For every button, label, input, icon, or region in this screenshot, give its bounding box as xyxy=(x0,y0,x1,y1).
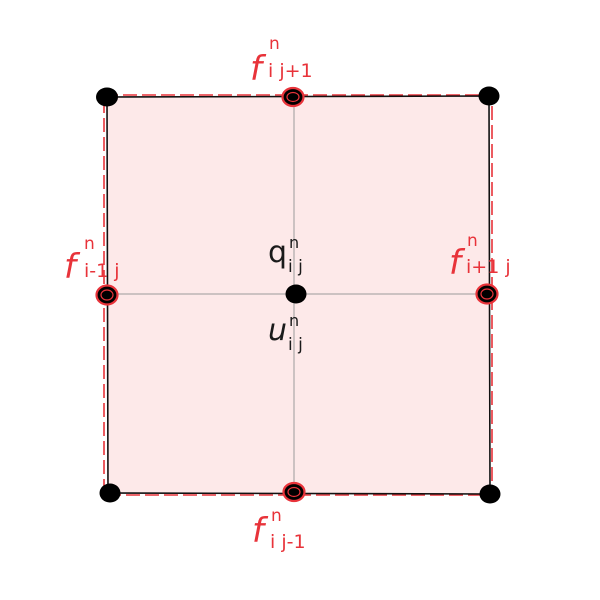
flux-label-bottom-base: f xyxy=(252,511,269,551)
corner-node-top-right xyxy=(478,86,500,106)
face-node-top xyxy=(281,86,305,108)
flux-label-top: f n i j+1 xyxy=(250,34,313,89)
flux-label-right-sub: i+1 j xyxy=(466,256,511,278)
cell-label-u-sup: n xyxy=(289,311,299,330)
cell-label-u-sub: i j xyxy=(288,335,303,355)
cell-label-u-base: u xyxy=(268,313,287,348)
flux-label-top-base: f xyxy=(250,49,267,89)
face-node-right xyxy=(475,283,499,305)
center-node xyxy=(285,284,307,304)
flux-label-left-base: f xyxy=(64,247,81,287)
face-node-left xyxy=(95,284,119,306)
flux-label-bottom-sub: i j-1 xyxy=(270,531,306,553)
flux-label-top-sup: n xyxy=(269,34,280,54)
flux-label-bottom: f n i j-1 xyxy=(252,506,306,553)
flux-label-top-sub: i j+1 xyxy=(268,60,313,82)
cell-label-q-sub: i j xyxy=(288,257,303,277)
flux-label-left-sup: n xyxy=(84,234,95,254)
cell-label-q-sup: n xyxy=(289,233,299,252)
face-node-bottom xyxy=(282,481,306,503)
cell-label-q-base: q xyxy=(268,235,287,270)
flux-label-left-sub: i-1 j xyxy=(84,260,120,282)
corner-node-bottom-right xyxy=(479,484,501,504)
flux-label-bottom-sup: n xyxy=(271,506,282,526)
corner-node-top-left xyxy=(96,87,118,107)
corner-node-bottom-left xyxy=(99,483,121,503)
cell-label-q: q n i j xyxy=(268,233,303,277)
cell-label-u: u n i j xyxy=(268,311,303,355)
flux-label-right-sup: n xyxy=(467,231,478,251)
